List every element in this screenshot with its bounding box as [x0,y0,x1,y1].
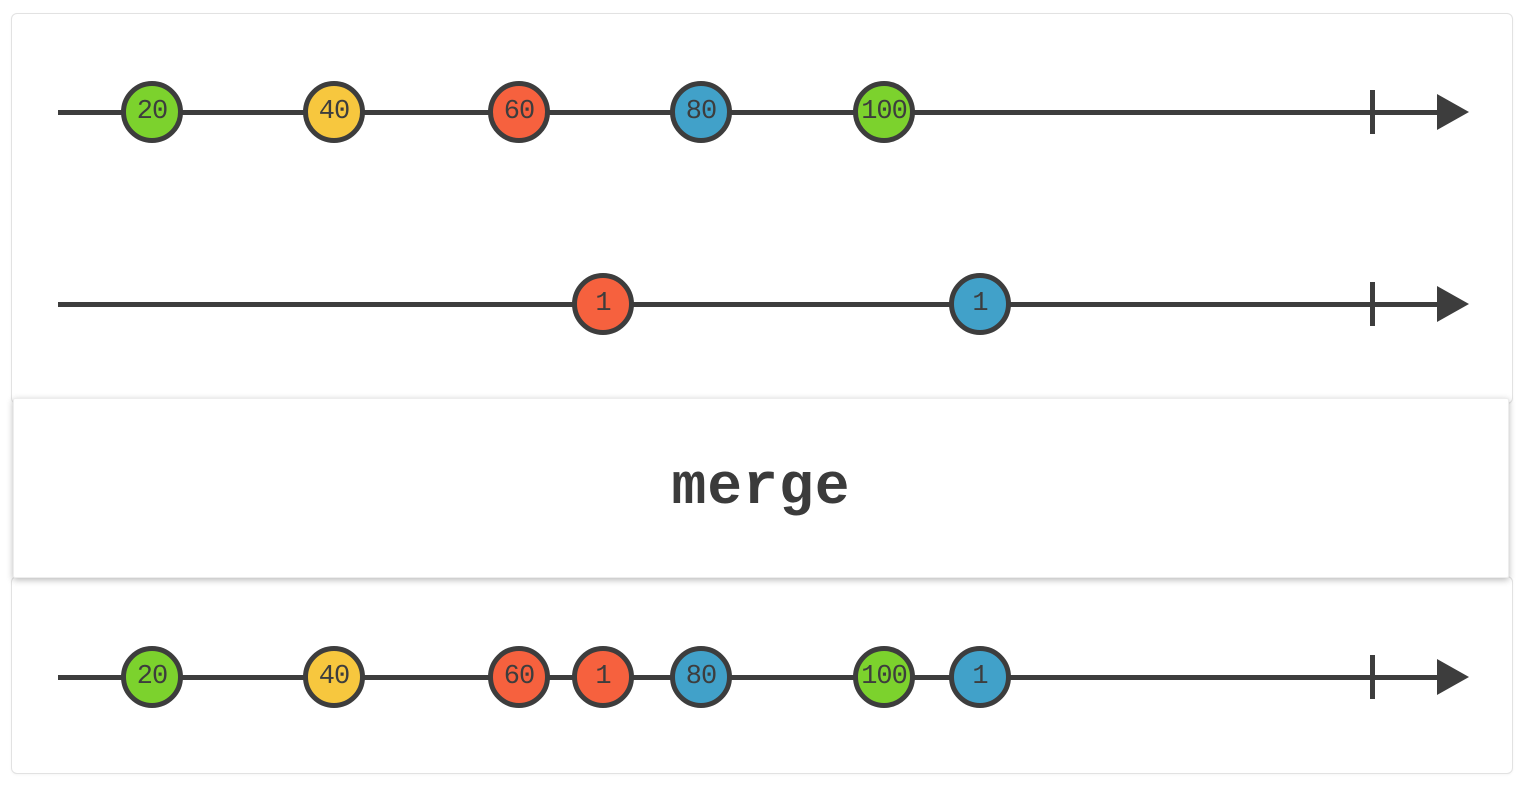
arrow-head-icon [1437,659,1469,695]
arrow-head-icon [1437,286,1469,322]
marble-output-60[interactable]: 60 [488,646,550,708]
output-panel: 20 40 60 1 80 100 1 [11,576,1513,774]
marble-source-1-100[interactable]: 100 [853,81,915,143]
marble-source-2-1[interactable]: 1 [949,273,1011,335]
timeline-line [58,110,1448,115]
timeline-source-1: 20 40 60 80 100 [12,50,1512,174]
operator-box: merge [13,398,1509,578]
marble-source-2-1[interactable]: 1 [572,273,634,335]
complete-tick [1370,90,1375,134]
marble-output-20[interactable]: 20 [121,646,183,708]
complete-tick [1370,282,1375,326]
marble-source-1-60[interactable]: 60 [488,81,550,143]
marble-output-40[interactable]: 40 [303,646,365,708]
marble-output-80[interactable]: 80 [670,646,732,708]
timeline-output: 20 40 60 1 80 100 1 [12,615,1512,739]
marble-source-1-80[interactable]: 80 [670,81,732,143]
timeline-line [58,302,1448,307]
marble-source-1-20[interactable]: 20 [121,81,183,143]
complete-tick [1370,655,1375,699]
marble-source-1-40[interactable]: 40 [303,81,365,143]
operator-label: merge [671,455,851,521]
timeline-line [58,675,1448,680]
marble-output-100[interactable]: 100 [853,646,915,708]
arrow-head-icon [1437,94,1469,130]
marble-output-1[interactable]: 1 [949,646,1011,708]
marble-output-1[interactable]: 1 [572,646,634,708]
